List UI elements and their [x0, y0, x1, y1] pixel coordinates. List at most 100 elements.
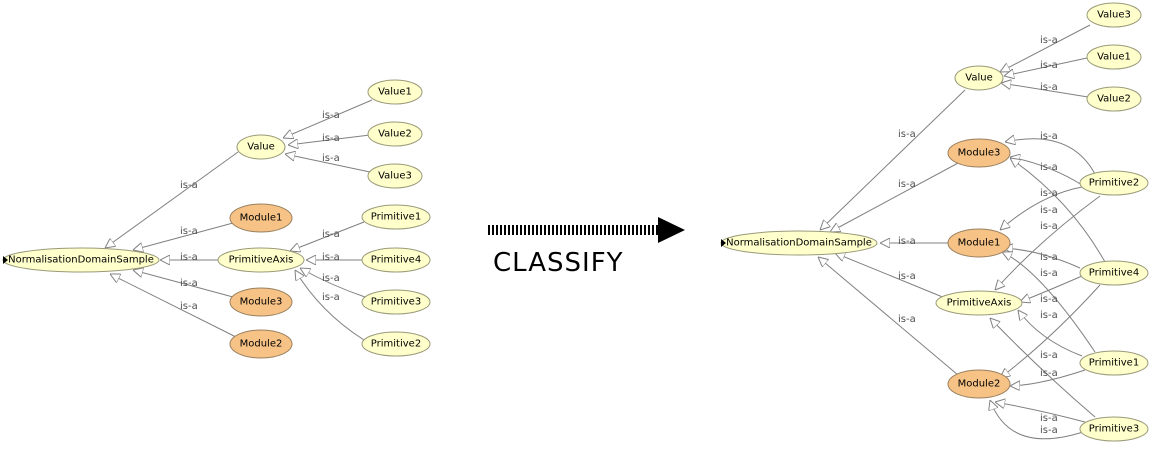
edge-prim4-paxis	[1020, 275, 1083, 302]
node-module2[interactable]: Module2	[947, 369, 1011, 399]
edge-label: is-a	[1040, 188, 1058, 199]
edge-prim4-module1	[1003, 248, 1081, 269]
node-label: PrimitiveAxis	[947, 298, 1012, 309]
node-label: Value1	[1097, 52, 1131, 63]
edge-prim3-module2b	[990, 400, 1084, 440]
node-label: Module2	[958, 379, 1001, 390]
edge-module2-root	[110, 274, 237, 338]
node-label: Primitive4	[1089, 268, 1139, 279]
edge-label: is-a	[1040, 162, 1058, 173]
left-edge-labels: is-a is-a is-a is-a is-a is-a is-a is-a …	[180, 110, 340, 312]
edge-prim2-module1	[1000, 186, 1083, 230]
edge-label: is-a	[1040, 368, 1058, 379]
node-label: Value	[965, 73, 992, 84]
edge-label: is-a	[1040, 413, 1058, 424]
edge-value2-value	[1001, 83, 1089, 98]
edge-label: is-a	[180, 226, 198, 237]
node-label: Primitive4	[371, 255, 421, 266]
edge-label: is-a	[1040, 310, 1058, 321]
node-value[interactable]: Value	[236, 134, 286, 160]
edge-label: is-a	[1040, 350, 1058, 361]
edge-label: is-a	[322, 229, 340, 240]
node-module2[interactable]: Module2	[229, 329, 293, 359]
node-label: Primitive3	[1089, 424, 1139, 435]
node-primitive4[interactable]: Primitive4	[361, 247, 431, 273]
edge-value-root	[820, 89, 966, 230]
edge-label: is-a	[322, 292, 340, 303]
edge-label: is-a	[322, 133, 340, 144]
edge-prim4-module3	[1010, 158, 1106, 263]
node-primitive-axis[interactable]: PrimitiveAxis	[217, 247, 305, 273]
node-normalisation-domain-sample[interactable]: NormalisationDomainSample	[720, 230, 878, 256]
node-primitive-axis[interactable]: PrimitiveAxis	[935, 290, 1023, 316]
node-value2[interactable]: Value2	[1086, 86, 1142, 112]
node-value2[interactable]: Value2	[367, 121, 423, 147]
edge-label: is-a	[1040, 82, 1058, 93]
node-module1[interactable]: Module1	[947, 228, 1011, 258]
node-label: Value2	[378, 129, 412, 140]
node-primitive3[interactable]: Primitive3	[361, 289, 431, 315]
left-graph-nodes: NormalisationDomainSample Value Value1 V…	[2, 79, 431, 359]
edge-label: is-a	[1040, 131, 1058, 142]
node-primitive4[interactable]: Primitive4	[1079, 260, 1149, 286]
edge-label: is-a	[1040, 221, 1058, 232]
edge-label: is-a	[1040, 268, 1058, 279]
edge-prim1-module1	[1002, 252, 1096, 353]
edge-label: is-a	[1040, 425, 1058, 436]
node-value[interactable]: Value	[954, 65, 1004, 91]
edge-paxis-root	[835, 253, 946, 299]
edge-module3-root	[830, 161, 961, 232]
node-label: Value3	[1097, 10, 1131, 21]
right-graph-edges	[818, 24, 1106, 440]
node-module1[interactable]: Module1	[229, 203, 293, 233]
edge-value3-value	[1000, 24, 1091, 72]
node-label: Module2	[240, 339, 283, 350]
edge-module2-root	[818, 257, 959, 376]
node-primitive2[interactable]: Primitive2	[1079, 170, 1149, 196]
right-edge-labels: is-a is-a is-a is-a is-a is-a is-a is-a …	[898, 35, 1058, 436]
edge-prim2-paxis	[295, 270, 365, 341]
node-label: Value3	[378, 171, 412, 182]
classify-label: CLASSIFY	[493, 248, 624, 278]
node-primitive2[interactable]: Primitive2	[361, 331, 431, 357]
edge-value-root	[105, 151, 239, 248]
node-primitive3[interactable]: Primitive3	[1079, 416, 1149, 442]
edge-prim4-module2	[1000, 284, 1101, 378]
node-label: NormalisationDomainSample	[726, 238, 872, 249]
edge-value1-value	[1004, 57, 1088, 76]
edge-label: is-a	[180, 278, 198, 289]
edge-module1-root	[133, 222, 234, 250]
edge-label: is-a	[898, 314, 916, 325]
edge-label: is-a	[322, 252, 340, 263]
edge-label: is-a	[322, 153, 340, 164]
node-label: Module3	[240, 297, 283, 308]
node-label: Primitive1	[1089, 358, 1139, 369]
edge-module3-root	[133, 270, 234, 298]
expand-handle-icon	[3, 256, 8, 264]
arrow-head-icon	[658, 217, 685, 243]
edge-prim3-paxis	[990, 318, 1096, 418]
edge-label: is-a	[1040, 60, 1058, 71]
edge-prim2-paxis	[995, 195, 1101, 290]
node-normalisation-domain-sample[interactable]: NormalisationDomainSample	[2, 247, 160, 273]
node-label: Primitive1	[371, 212, 421, 223]
node-value3[interactable]: Value3	[1086, 2, 1142, 28]
edge-prim3-paxis	[300, 268, 366, 298]
node-primitive1[interactable]: Primitive1	[361, 204, 431, 230]
node-value1[interactable]: Value1	[367, 79, 423, 105]
node-module3[interactable]: Module3	[229, 287, 293, 317]
node-value3[interactable]: Value3	[367, 163, 423, 189]
edge-label: is-a	[898, 236, 916, 247]
edge-label: is-a	[1040, 35, 1058, 46]
node-primitive1[interactable]: Primitive1	[1079, 350, 1149, 376]
edge-label: is-a	[322, 110, 340, 121]
node-label: Module3	[958, 148, 1001, 159]
node-value1[interactable]: Value1	[1086, 44, 1142, 70]
node-module3[interactable]: Module3	[947, 138, 1011, 168]
edge-prim1-module2	[1010, 369, 1086, 386]
edge-label: is-a	[1040, 205, 1058, 216]
edge-label: is-a	[180, 180, 198, 191]
edge-value1-value	[283, 99, 373, 138]
classify-arrow	[488, 217, 685, 243]
